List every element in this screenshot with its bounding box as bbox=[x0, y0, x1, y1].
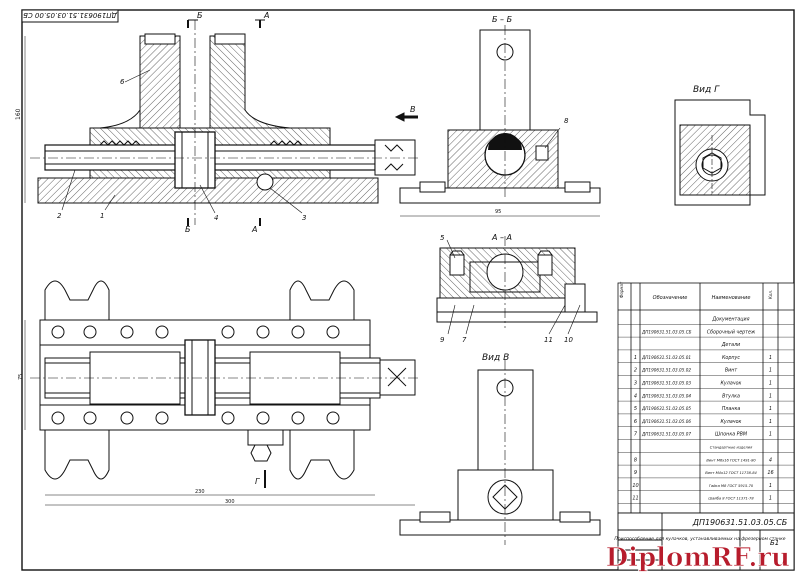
callout-9: 9 bbox=[440, 336, 445, 344]
spec-cell-qty: 1 bbox=[769, 355, 772, 361]
spec-cell-code: ДП190631.51.03.05.07 bbox=[641, 432, 691, 437]
spec-cell-name: Винт М6х16 ГОСТ 1491-80 bbox=[706, 458, 756, 462]
spec-cell-code: ДП190631.51.03.05.03 bbox=[641, 381, 691, 386]
dim-plan-total: 300 bbox=[225, 499, 235, 505]
front-view bbox=[24, 19, 420, 226]
cut-a-bottom: А bbox=[251, 225, 257, 234]
spec-cell-code: ДП190631.51.03.05.04 bbox=[641, 393, 691, 398]
jaw-right bbox=[209, 35, 291, 129]
title-block bbox=[617, 512, 795, 571]
cut-a-top: А bbox=[263, 11, 269, 20]
section-aa bbox=[436, 236, 598, 335]
spec-header-qty: Кол. bbox=[768, 290, 773, 299]
bolt-pattern bbox=[51, 325, 340, 425]
stamp-box bbox=[21, 9, 119, 23]
spec-cell-qty: 1 bbox=[769, 381, 772, 387]
spec-cell-qty: 1 bbox=[769, 483, 772, 489]
dim-plan-width: 75 bbox=[18, 374, 24, 380]
spec-cell-qty: 1 bbox=[769, 432, 772, 438]
spec-cell-name: Шайба 8 ГОСТ 11371-78 bbox=[708, 497, 754, 501]
spec-cell-qty: 1 bbox=[769, 496, 772, 502]
sheet-number: Б1 bbox=[770, 539, 779, 547]
view-g bbox=[674, 99, 766, 206]
callout-11: 11 bbox=[544, 336, 553, 344]
spec-cell-qty: 1 bbox=[769, 419, 772, 425]
spec-cell-name: Винт bbox=[725, 368, 738, 374]
spec-cell-name: Гайка М8 ГОСТ 5915-70 bbox=[709, 484, 754, 488]
spec-cell-pos: 1 bbox=[634, 355, 637, 361]
spec-cell-name: Детали bbox=[721, 342, 741, 348]
dim-bb-width: 95 bbox=[495, 209, 501, 215]
spec-cell-qty: 1 bbox=[769, 393, 772, 399]
callout-8: 8 bbox=[564, 117, 569, 125]
spec-cell-pos: 10 bbox=[632, 483, 638, 489]
spec-cell-name: Винт М4х12 ГОСТ 11738-84 bbox=[705, 471, 757, 475]
spec-cell-pos: 8 bbox=[634, 457, 637, 463]
spec-cell-name: Сборочный чертеж bbox=[707, 329, 756, 335]
spec-cell-pos: 9 bbox=[634, 470, 637, 476]
spec-cell-pos: 2 bbox=[634, 368, 637, 374]
callout-1: 1 bbox=[100, 212, 104, 220]
section-bb bbox=[399, 25, 601, 217]
spec-cell-pos: 4 bbox=[634, 393, 637, 399]
spec-cell-pos: 5 bbox=[634, 406, 637, 412]
spec-cell-pos: 7 bbox=[634, 432, 638, 438]
spec-cell-pos: 6 bbox=[634, 419, 637, 425]
callout-3: 3 bbox=[302, 214, 306, 222]
spec-cell-code: ДП190631.51.03.05.06 bbox=[641, 419, 691, 424]
spec-cell-qty: 1 bbox=[769, 406, 772, 412]
spec-cell-qty: 16 bbox=[767, 470, 773, 476]
section-bb-title: Б – Б bbox=[492, 15, 513, 24]
callout-2: 2 bbox=[57, 212, 62, 220]
stamp-top-left: ДП190631.51.03.05.00 СБ bbox=[23, 11, 118, 19]
arrow-g-label: Г bbox=[255, 477, 260, 486]
spec-cell-code: ДП190631.51.03.05.05 bbox=[641, 406, 691, 411]
cut-b-top: Б bbox=[197, 11, 203, 20]
spec-cell-qty: 4 bbox=[769, 457, 772, 463]
spec-header-designation: Обозначение bbox=[653, 295, 688, 301]
dim-height: 160 bbox=[15, 108, 22, 120]
view-v bbox=[399, 360, 601, 545]
spec-cell-code: ДП190631.51.03.05.01 bbox=[641, 355, 691, 360]
callout-6: 6 bbox=[120, 78, 125, 86]
jaw-left bbox=[139, 35, 181, 129]
spec-cell-name: Шпонка РВМ bbox=[715, 432, 748, 438]
callout-7: 7 bbox=[462, 336, 467, 344]
spec-cell-name: Кулачок bbox=[721, 419, 742, 425]
spec-table bbox=[617, 282, 795, 514]
callout-4: 4 bbox=[214, 214, 218, 222]
screw-end bbox=[374, 139, 416, 176]
view-g-title: Вид Г bbox=[693, 85, 720, 95]
view-v-title: Вид В bbox=[482, 353, 509, 363]
title-name: Приспособление для кулачков, устанавлива… bbox=[614, 536, 785, 542]
spec-cell-pos: 3 bbox=[634, 381, 637, 387]
spec-cell-name: Документация bbox=[711, 317, 749, 323]
spec-header-name: Наименование bbox=[712, 295, 751, 301]
spec-cell-name: Корпус bbox=[722, 355, 740, 361]
arrow-v-label: В bbox=[410, 105, 416, 114]
spec-cell-name: Планка bbox=[722, 406, 741, 412]
title-designation: ДП190631.51.03.05.СБ bbox=[692, 518, 788, 527]
watermark-logo: DiplomRF.ru bbox=[606, 543, 791, 573]
section-aa-title: А – А bbox=[491, 233, 512, 242]
cut-b-bottom: Б bbox=[185, 225, 191, 234]
spec-cell-code: ДП190631.51.03.05.СБ bbox=[641, 329, 692, 334]
plan-view bbox=[24, 280, 420, 506]
spec-cell-pos: 11 bbox=[632, 496, 638, 502]
spec-cell-name: Стандартные изделия bbox=[710, 446, 753, 450]
callout-10: 10 bbox=[564, 336, 573, 344]
spec-header-format: Формат bbox=[619, 281, 624, 298]
spec-cell-qty: 1 bbox=[769, 368, 772, 374]
spec-cell-name: Кулачок bbox=[721, 381, 742, 387]
dim-plan-inner: 230 bbox=[195, 489, 205, 495]
spec-cell-code: ДП190631.51.03.05.02 bbox=[641, 368, 691, 373]
spec-cell-name: Втулка bbox=[722, 393, 740, 399]
callout-5: 5 bbox=[440, 234, 445, 242]
